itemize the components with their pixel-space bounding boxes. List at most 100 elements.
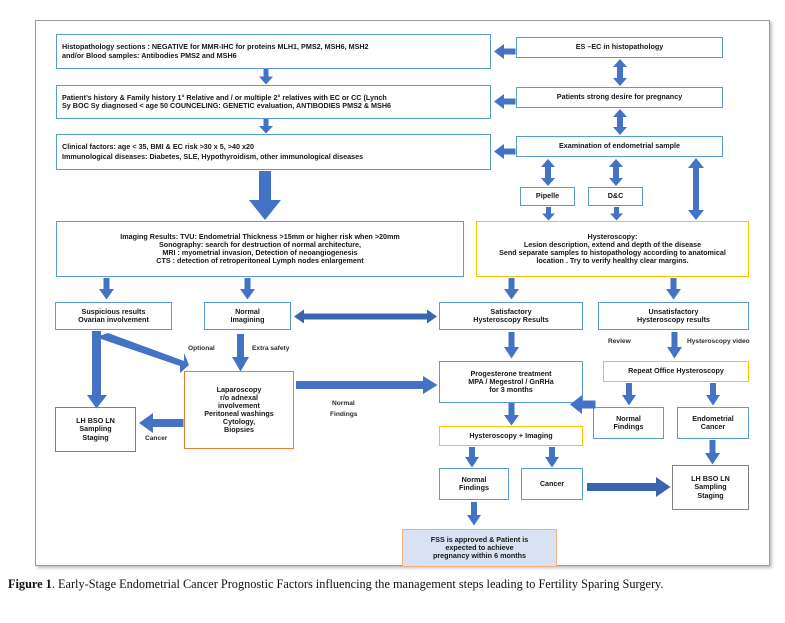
label-optional: Optional [188,345,215,352]
node-line: Suspicious results [81,306,146,316]
node-line: Sampling [694,482,727,492]
node-satisfactory-hysteroscopy: Satisfactory Hysteroscopy Results [439,302,583,330]
label-normal-findings-line2: Findings [330,411,358,418]
node-hysteroscopy: Hysteroscopy: Lesion description, extend… [476,221,749,277]
label-normal-findings-line1: Normal [332,400,355,407]
arrow-left-laparoscopy-to-lhbso [139,413,184,433]
arrow-down-normalfindings-to-fss [466,502,482,526]
node-line: Histopathology sections : NEGATIVE for M… [62,42,369,52]
node-line: Endometrial [692,413,734,423]
node-line: Imagining [230,315,265,324]
node-strong-desire: Patients strong desire for pregnancy [516,87,723,108]
arrow-leftright-normal-satisfactory [294,308,437,325]
node-line: Normal [616,413,641,423]
figure-caption-label: Figure 1 [8,577,52,591]
node-fss-approved: FSS is approved & Patient is expected to… [402,529,557,567]
node-hysteroscopy-imaging: Hysteroscopy + Imaging [439,426,583,446]
node-lh-bso-right: LH BSO LN Sampling Staging [672,465,749,510]
arrow-down-imaging-to-normal [239,278,256,300]
arrow-left-into-histopathology [494,43,516,60]
label-review: Review [608,338,631,345]
node-lh-bso-left: LH BSO LN Sampling Staging [55,407,136,452]
arrow-updown-examination-to-hysteroscopy-long [687,158,705,220]
node-line: Progesterone treatment [470,368,552,378]
arrow-updown-examination-to-pipelle [540,159,556,186]
node-es-ec-histopathology: ES –EC in histopathology [516,37,723,58]
arrow-right-laparoscopy-to-progesterone [296,376,438,394]
node-line: for 3 months [489,385,533,395]
arrow-down-imaging-to-suspicious [98,278,115,300]
node-line: involvement [218,400,260,410]
node-line: Hysteroscopy: [587,231,638,241]
node-line: Hysteroscopy results [636,315,711,324]
arrow-left-normalfindings-to-progesterone [570,395,596,414]
figure-caption-text: . Early-Stage Endometrial Cancer Prognos… [51,577,664,591]
node-line: Patients strong desire for pregnancy [556,92,683,102]
node-line: FSS is approved & Patient is [430,534,529,544]
arrow-down-suspicious-to-lhbso [86,331,108,409]
node-line: and/or Blood samples: Antibodies PMS2 an… [62,50,237,60]
node-line: D&C [607,191,624,201]
arrow-down-histopathology-to-history [258,69,274,85]
node-line: Cancer [700,422,726,431]
node-line: Biopsies [224,425,254,435]
node-line: Send separate samples to histopathology … [499,248,726,257]
node-line: CTS : detection of retroperitoneal Lymph… [156,256,364,266]
node-unsatisfactory-hysteroscopy: Unsatisfactory Hysteroscopy results [598,302,749,330]
arrow-down-normal-to-laparoscopy [231,334,250,372]
node-examination-sample: Examination of endometrial sample [516,136,723,157]
node-line: Cancer [539,478,565,488]
node-normal-findings-bottom: Normal Findings [439,468,509,500]
node-line: Repeat Office Hysteroscopy [628,366,724,376]
arrow-down-hysteroscopy-to-satisfactory [503,278,520,300]
node-repeat-office-hysteroscopy: Repeat Office Hysteroscopy [603,361,749,382]
node-laparoscopy: Laparoscopy r/o adnexal involvement Peri… [184,371,294,449]
node-line: Patient’s history & Family history 1° Re… [62,92,387,102]
node-pipelle: Pipelle [520,187,575,206]
top-margin [0,0,785,3]
node-line: Hysteroscopy + Imaging [469,430,553,440]
arrow-left-into-clinical [494,143,516,160]
node-line: Imaging Results: TVU: Endometrial Thickn… [120,231,400,241]
node-line: Findings [613,422,644,431]
arrow-left-into-history [494,93,516,110]
arrow-down-dc-to-hysteroscopy [609,207,624,221]
arrow-down-repeat-to-endometrial-cancer [705,383,721,406]
node-dc: D&C [588,187,643,206]
node-line: Staging [82,432,109,442]
node-line: Unsatisfactory [648,306,699,316]
node-endometrial-cancer: Endometrial Cancer [677,407,749,439]
node-line: MRI : myometrial invasion, Detection of … [162,248,358,257]
arrow-updown-desire-to-examination [612,109,628,135]
arrow-down-endometrialcancer-to-lhbso [704,440,721,465]
arrow-down-hystimaging-to-normal [464,447,480,468]
node-line: Ovarian involvement [78,315,149,324]
arrow-down-satisfactory-to-progesterone [503,332,520,359]
arrow-down-hysteroscopy-to-unsatisfactory [665,278,682,300]
arrow-down-progesterone-to-hystimaging [503,403,520,426]
node-line: ES –EC in histopathology [575,42,664,52]
node-normal-findings-right: Normal Findings [593,407,664,439]
label-cancer-left: Cancer [145,435,168,442]
node-patient-history: Patient’s history & Family history 1° Re… [56,85,491,119]
node-line: Immunological diseases: Diabetes, SLE, H… [62,152,364,161]
node-line: expected to achieve [445,542,514,552]
arrow-diagonal-suspicious-to-laparoscopy [94,333,189,383]
node-cancer-bottom: Cancer [521,468,583,500]
node-clinical-factors: Clinical factors: age < 35, BMI & EC ris… [56,134,491,170]
node-suspicious-results: Suspicious results Ovarian involvement [55,302,172,330]
arrow-updown-examination-to-dc [608,159,624,186]
arrow-down-pipelle-to-hysteroscopy [541,207,556,221]
node-line: Sonography: search for destruction of no… [158,239,362,249]
node-line: Hysteroscopy Results [473,315,549,324]
node-line: MPA / Megestrol / GnRHa [468,376,554,386]
node-line: r/o adnexal [220,392,258,402]
node-histopathology-sections: Histopathology sections : NEGATIVE for M… [56,34,491,69]
node-line: LH BSO LN [76,416,115,426]
node-line: Sy BOC Sy diagnosed < age 50 COUNCELING:… [62,101,392,110]
node-line: Peritoneal washings [204,409,274,418]
label-extra-safety: Extra safety [252,345,290,352]
arrow-updown-esec-to-desire [612,59,628,86]
arrow-down-repeat-to-normal-findings [621,383,637,406]
node-line: Normal [235,306,260,316]
